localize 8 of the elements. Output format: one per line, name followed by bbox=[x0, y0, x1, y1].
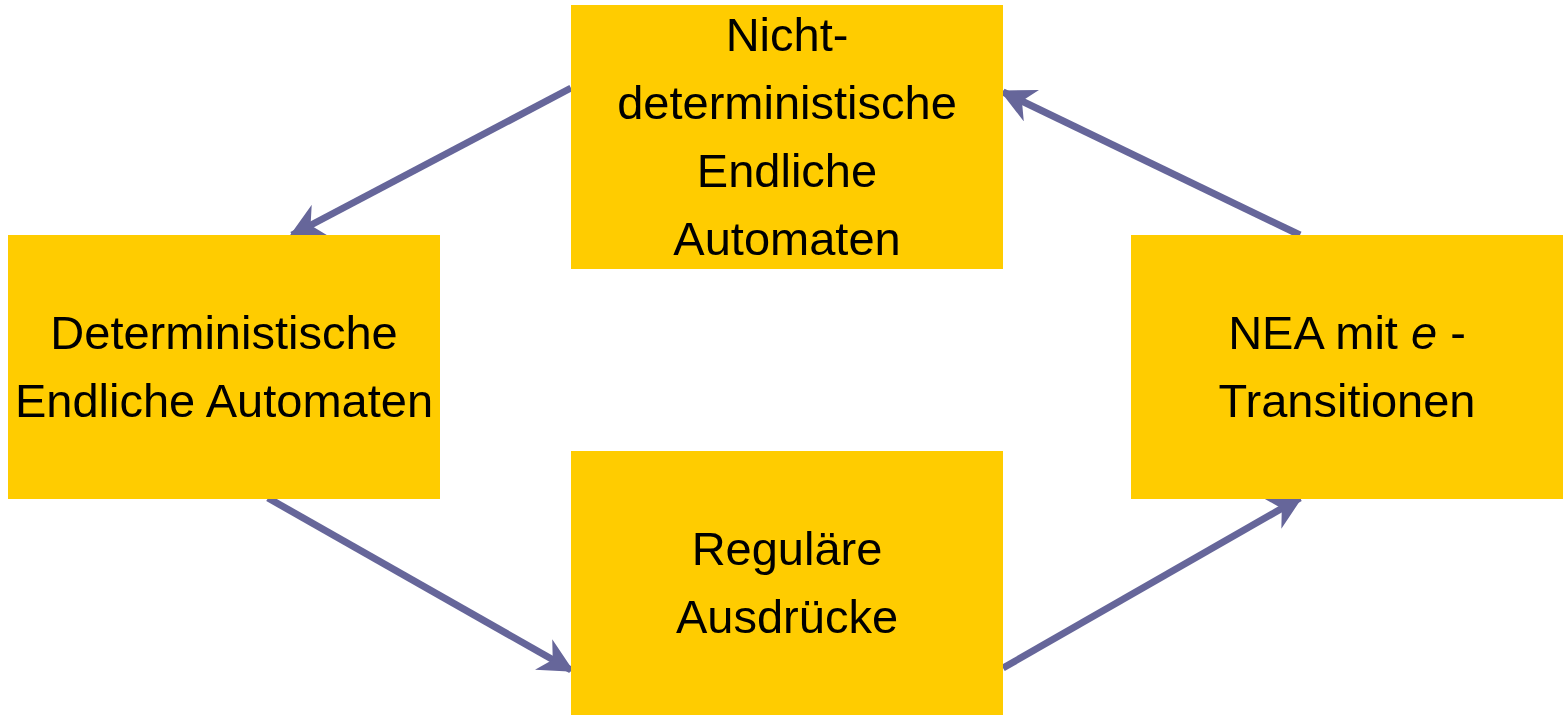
process-box bbox=[571, 5, 1003, 269]
box-label: NEA mit e -Transitionen bbox=[1217, 305, 1477, 429]
process-box bbox=[571, 451, 1003, 715]
box-label: Deterministische Endliche Automaten bbox=[13, 305, 435, 429]
box-label: Reguläre Ausdrücke bbox=[674, 521, 900, 645]
process-box bbox=[8, 235, 440, 499]
process-box bbox=[1131, 235, 1563, 499]
box-label: Nicht-deterministische Endliche Automaten bbox=[616, 7, 958, 267]
